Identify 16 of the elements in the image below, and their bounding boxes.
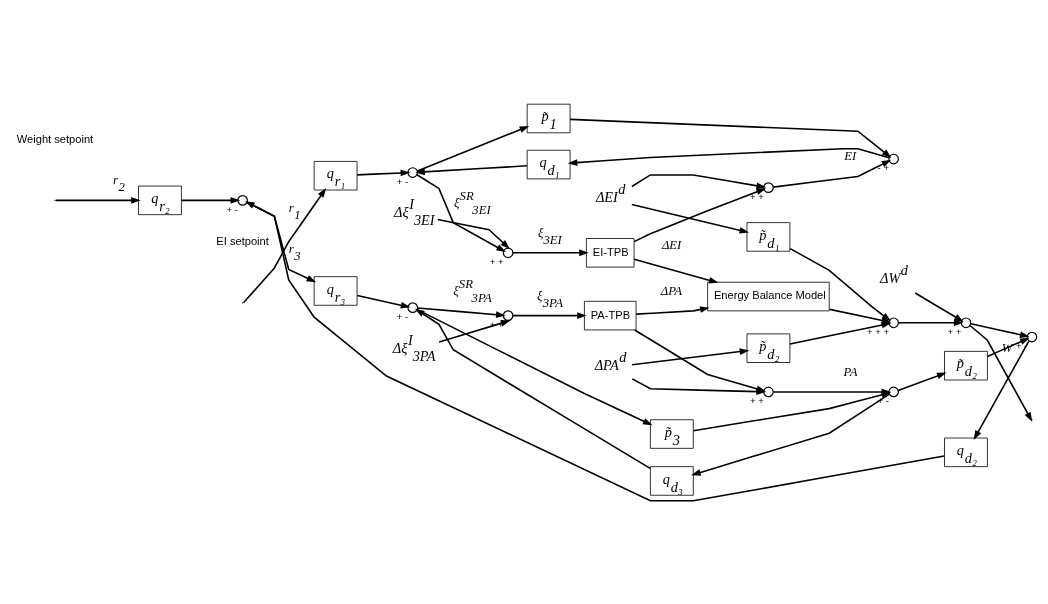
node-label: + -: [226, 203, 238, 215]
label: Weight setpoint: [16, 132, 94, 145]
node-label: + +: [489, 255, 504, 267]
node-label: + -: [396, 175, 409, 187]
edge-label: ΔEI: [661, 237, 682, 252]
edge-label: EI: [844, 148, 857, 163]
node-label: + -: [396, 310, 409, 322]
edge-label: ΔPA: [660, 283, 683, 298]
node-label: + + +: [867, 325, 890, 337]
node-label: - +: [877, 161, 889, 173]
label: EI setpoint: [216, 234, 269, 247]
node-label: + +: [750, 394, 764, 406]
node-label: + +: [947, 325, 962, 337]
node-label: + -: [1015, 339, 1028, 351]
edge-label: PA: [843, 364, 858, 379]
node-label: + +: [750, 190, 764, 202]
